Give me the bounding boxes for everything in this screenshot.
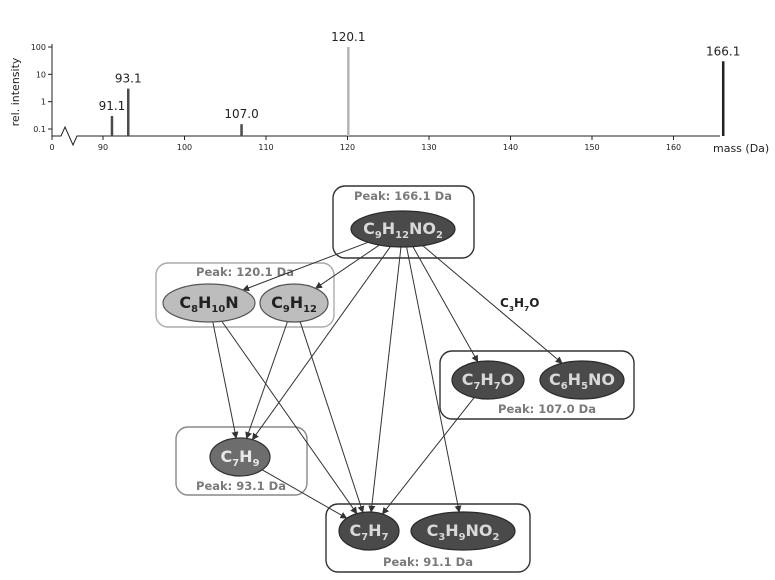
edge-n_C7H7O-n_C7H7 — [381, 397, 475, 515]
peaks: 91.1 93.1 107.0 120.1 166.1 — [99, 30, 740, 136]
node-formula: C9​H12​NO2​ — [363, 219, 443, 241]
edge-n_C8H10N-n_C7H9 — [212, 321, 239, 439]
x-tick-label: 110 — [258, 143, 273, 152]
node-shape — [338, 511, 400, 551]
node-c9h12no2: C9​H12​NO2​ — [350, 210, 456, 248]
edge-n_C9H12NO2-n_C9H12 — [315, 244, 380, 289]
mass-spectrum: rel. intensity mass (Da) 100 10 1 0.1 0 90 10… — [9, 30, 769, 155]
node-formula: C6​H5​NO — [549, 370, 615, 392]
y-tick-label: 1 — [41, 98, 46, 107]
group-box-g91 — [325, 503, 531, 573]
node-formula: C7​H7​ — [350, 521, 389, 543]
group-box-g166 — [332, 185, 475, 259]
group-box-g93 — [175, 426, 308, 496]
edge-n_C9H12NO2-n_C7H7O — [412, 246, 479, 363]
peak-label: 93.1 — [115, 72, 142, 86]
edge-n_C9H12NO2-n_C7H7 — [368, 246, 402, 513]
edge-n_C9H12NO2-n_C7H9 — [251, 246, 391, 441]
node-shape — [259, 283, 329, 323]
edge-n_C9H12NO2-n_C3H9NO2 — [406, 246, 462, 513]
edge-n_C9H12-n_C7H7 — [299, 321, 365, 514]
node-c7h7o: C7​H7​O — [451, 360, 525, 400]
node-shape — [162, 283, 256, 323]
fragmentation-diagram: Peak: 166.1 Da Peak: 120.1 Da Peak: 107.0 … — [155, 185, 635, 573]
y-axis-label: rel. intensity — [9, 57, 22, 126]
group-box-g120 — [155, 262, 335, 328]
node-c6h5no: C6​H5​NO — [539, 360, 625, 400]
edge-n_C9H12-n_C7H9 — [245, 321, 288, 440]
peak-label: 120.1 — [331, 30, 365, 44]
node-c8h10n: C8​H10​N — [162, 283, 256, 323]
edge-n_C9H12NO2-n_C6H5NO — [422, 245, 563, 364]
node-formula: C7​H9​ — [221, 447, 260, 469]
node-c7h9: C7​H9​ — [209, 437, 271, 477]
x-tick-label: 160 — [666, 143, 681, 152]
group-box-g107 — [439, 350, 635, 420]
node-shape — [539, 360, 625, 400]
x-tick-label: 130 — [421, 143, 436, 152]
node-formula: C3​H9​NO2​ — [427, 521, 500, 543]
x-tick-label: 140 — [503, 143, 518, 152]
x-ticks: 0 90 100 110 120 130 140 150 160 — [49, 136, 681, 152]
y-tick-label: 10 — [36, 70, 46, 79]
x-tick-label: 90 — [98, 143, 108, 152]
x-axis-label: mass (Da) — [713, 142, 769, 155]
y-tick-label: 100 — [31, 43, 46, 52]
node-shape — [451, 360, 525, 400]
node-formula: C7​H7​O — [462, 370, 515, 392]
node-formula: C9​H12​ — [271, 293, 317, 315]
x-tick-label: 150 — [584, 143, 599, 152]
edge-n_C8H10N-n_C7H7 — [221, 320, 358, 515]
edge-n_C7H9-n_C7H7 — [261, 469, 348, 519]
node-shape — [350, 210, 456, 248]
x-tick-label: 100 — [177, 143, 192, 152]
peak-label: 107.0 — [224, 107, 258, 121]
y-ticks: 100 10 1 0.1 — [31, 43, 52, 134]
node-shape — [209, 437, 271, 477]
x-tick-label: 120 — [340, 143, 355, 152]
peak-label: 166.1 — [706, 44, 740, 58]
x-tick-label: 0 — [49, 143, 54, 152]
node-c9h12: C9​H12​ — [259, 283, 329, 323]
node-formula: C8​H10​N — [179, 293, 238, 315]
edge-n_C9H12NO2-n_C8H10N — [242, 241, 369, 292]
group-title: Peak: 166.1 Da — [354, 189, 452, 203]
edge-label-loss: C3​H7​O — [500, 296, 539, 313]
group-title: Peak: 91.1 Da — [383, 555, 473, 569]
y-tick-label: 0.1 — [33, 125, 46, 134]
node-c3h9no2: C3​H9​NO2​ — [410, 511, 516, 551]
x-axis-line — [52, 125, 720, 147]
node-c7h7: C7​H7​ — [338, 511, 400, 551]
group-title: Peak: 93.1 Da — [196, 479, 286, 493]
node-shape — [410, 511, 516, 551]
peak-label: 91.1 — [99, 99, 126, 113]
group-title: Peak: 107.0 Da — [498, 402, 596, 416]
group-title: Peak: 120.1 Da — [196, 265, 294, 279]
